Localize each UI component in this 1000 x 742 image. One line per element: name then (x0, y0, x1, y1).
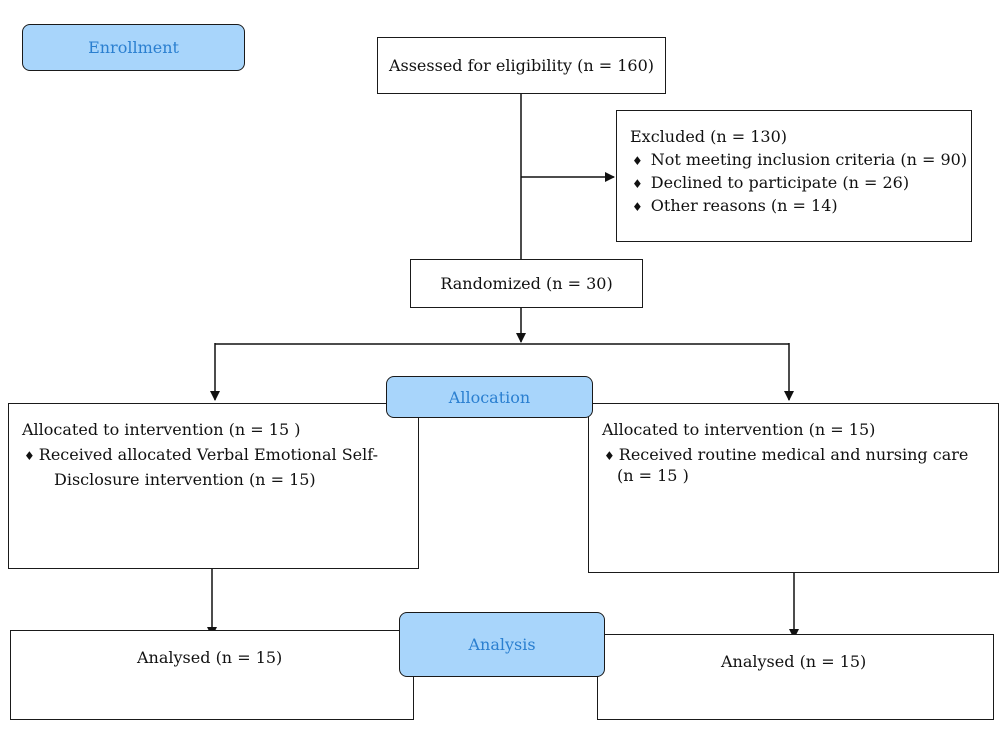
analysis-stage-label: Analysis (399, 612, 605, 677)
excluded-item: ♦ Not meeting inclusion criteria (n = 90) (632, 150, 967, 171)
allocation-label-text: Allocation (448, 387, 531, 407)
bullet-icon: ♦ (632, 200, 643, 214)
allocation-right-item-line1: Received routine medical and nursing car… (618, 445, 969, 464)
bullet-icon: ♦ (604, 449, 615, 463)
allocation-right-item: ♦Received routine medical and nursing ca… (604, 445, 968, 466)
assessed-eligibility-box: Assessed for eligibility (n = 160) (377, 37, 666, 94)
excluded-box: Excluded (n = 130) ♦ Not meeting inclusio… (616, 110, 972, 242)
allocation-right-item-line2: (n = 15 ) (617, 466, 689, 485)
analysed-right-text: Analysed (n = 15) (721, 652, 867, 671)
allocation-right-box: Allocated to intervention (n = 15) ♦Rece… (588, 403, 999, 573)
enrollment-label-text: Enrollment (88, 38, 179, 57)
analysed-right-box: Analysed (n = 15) (597, 634, 994, 720)
allocation-left-item: ♦Received allocated Verbal Emotional Sel… (24, 445, 378, 466)
excluded-item-text: Not meeting inclusion criteria (n = 90) (650, 150, 968, 169)
allocation-left-item-line1: Received allocated Verbal Emotional Self… (38, 445, 378, 464)
allocation-right-title: Allocated to intervention (n = 15) (602, 420, 876, 439)
excluded-item: ♦ Other reasons (n = 14) (632, 196, 838, 217)
randomized-box: Randomized (n = 30) (410, 259, 643, 308)
assessed-eligibility-text: Assessed for eligibility (n = 160) (388, 56, 655, 75)
allocation-left-box: Allocated to intervention (n = 15 ) ♦Rec… (8, 403, 419, 569)
excluded-item: ♦ Declined to participate (n = 26) (632, 173, 909, 194)
analysed-left-box: Analysed (n = 15) (10, 630, 414, 720)
allocation-left-title: Allocated to intervention (n = 15 ) (22, 420, 301, 439)
bullet-icon: ♦ (632, 154, 643, 168)
bullet-icon: ♦ (24, 449, 35, 463)
excluded-title: Excluded (n = 130) (630, 127, 788, 146)
analysed-left-text: Analysed (n = 15) (137, 648, 283, 667)
bullet-icon: ♦ (632, 177, 643, 191)
allocation-left-item-line2: Disclosure intervention (n = 15) (54, 470, 316, 489)
enrollment-stage-label: Enrollment (22, 24, 245, 71)
allocation-stage-label: Allocation (386, 376, 593, 418)
excluded-item-text: Declined to participate (n = 26) (650, 173, 910, 192)
excluded-item-text: Other reasons (n = 14) (650, 196, 838, 215)
analysis-label-text: Analysis (468, 635, 536, 654)
randomized-text: Randomized (n = 30) (440, 274, 613, 293)
